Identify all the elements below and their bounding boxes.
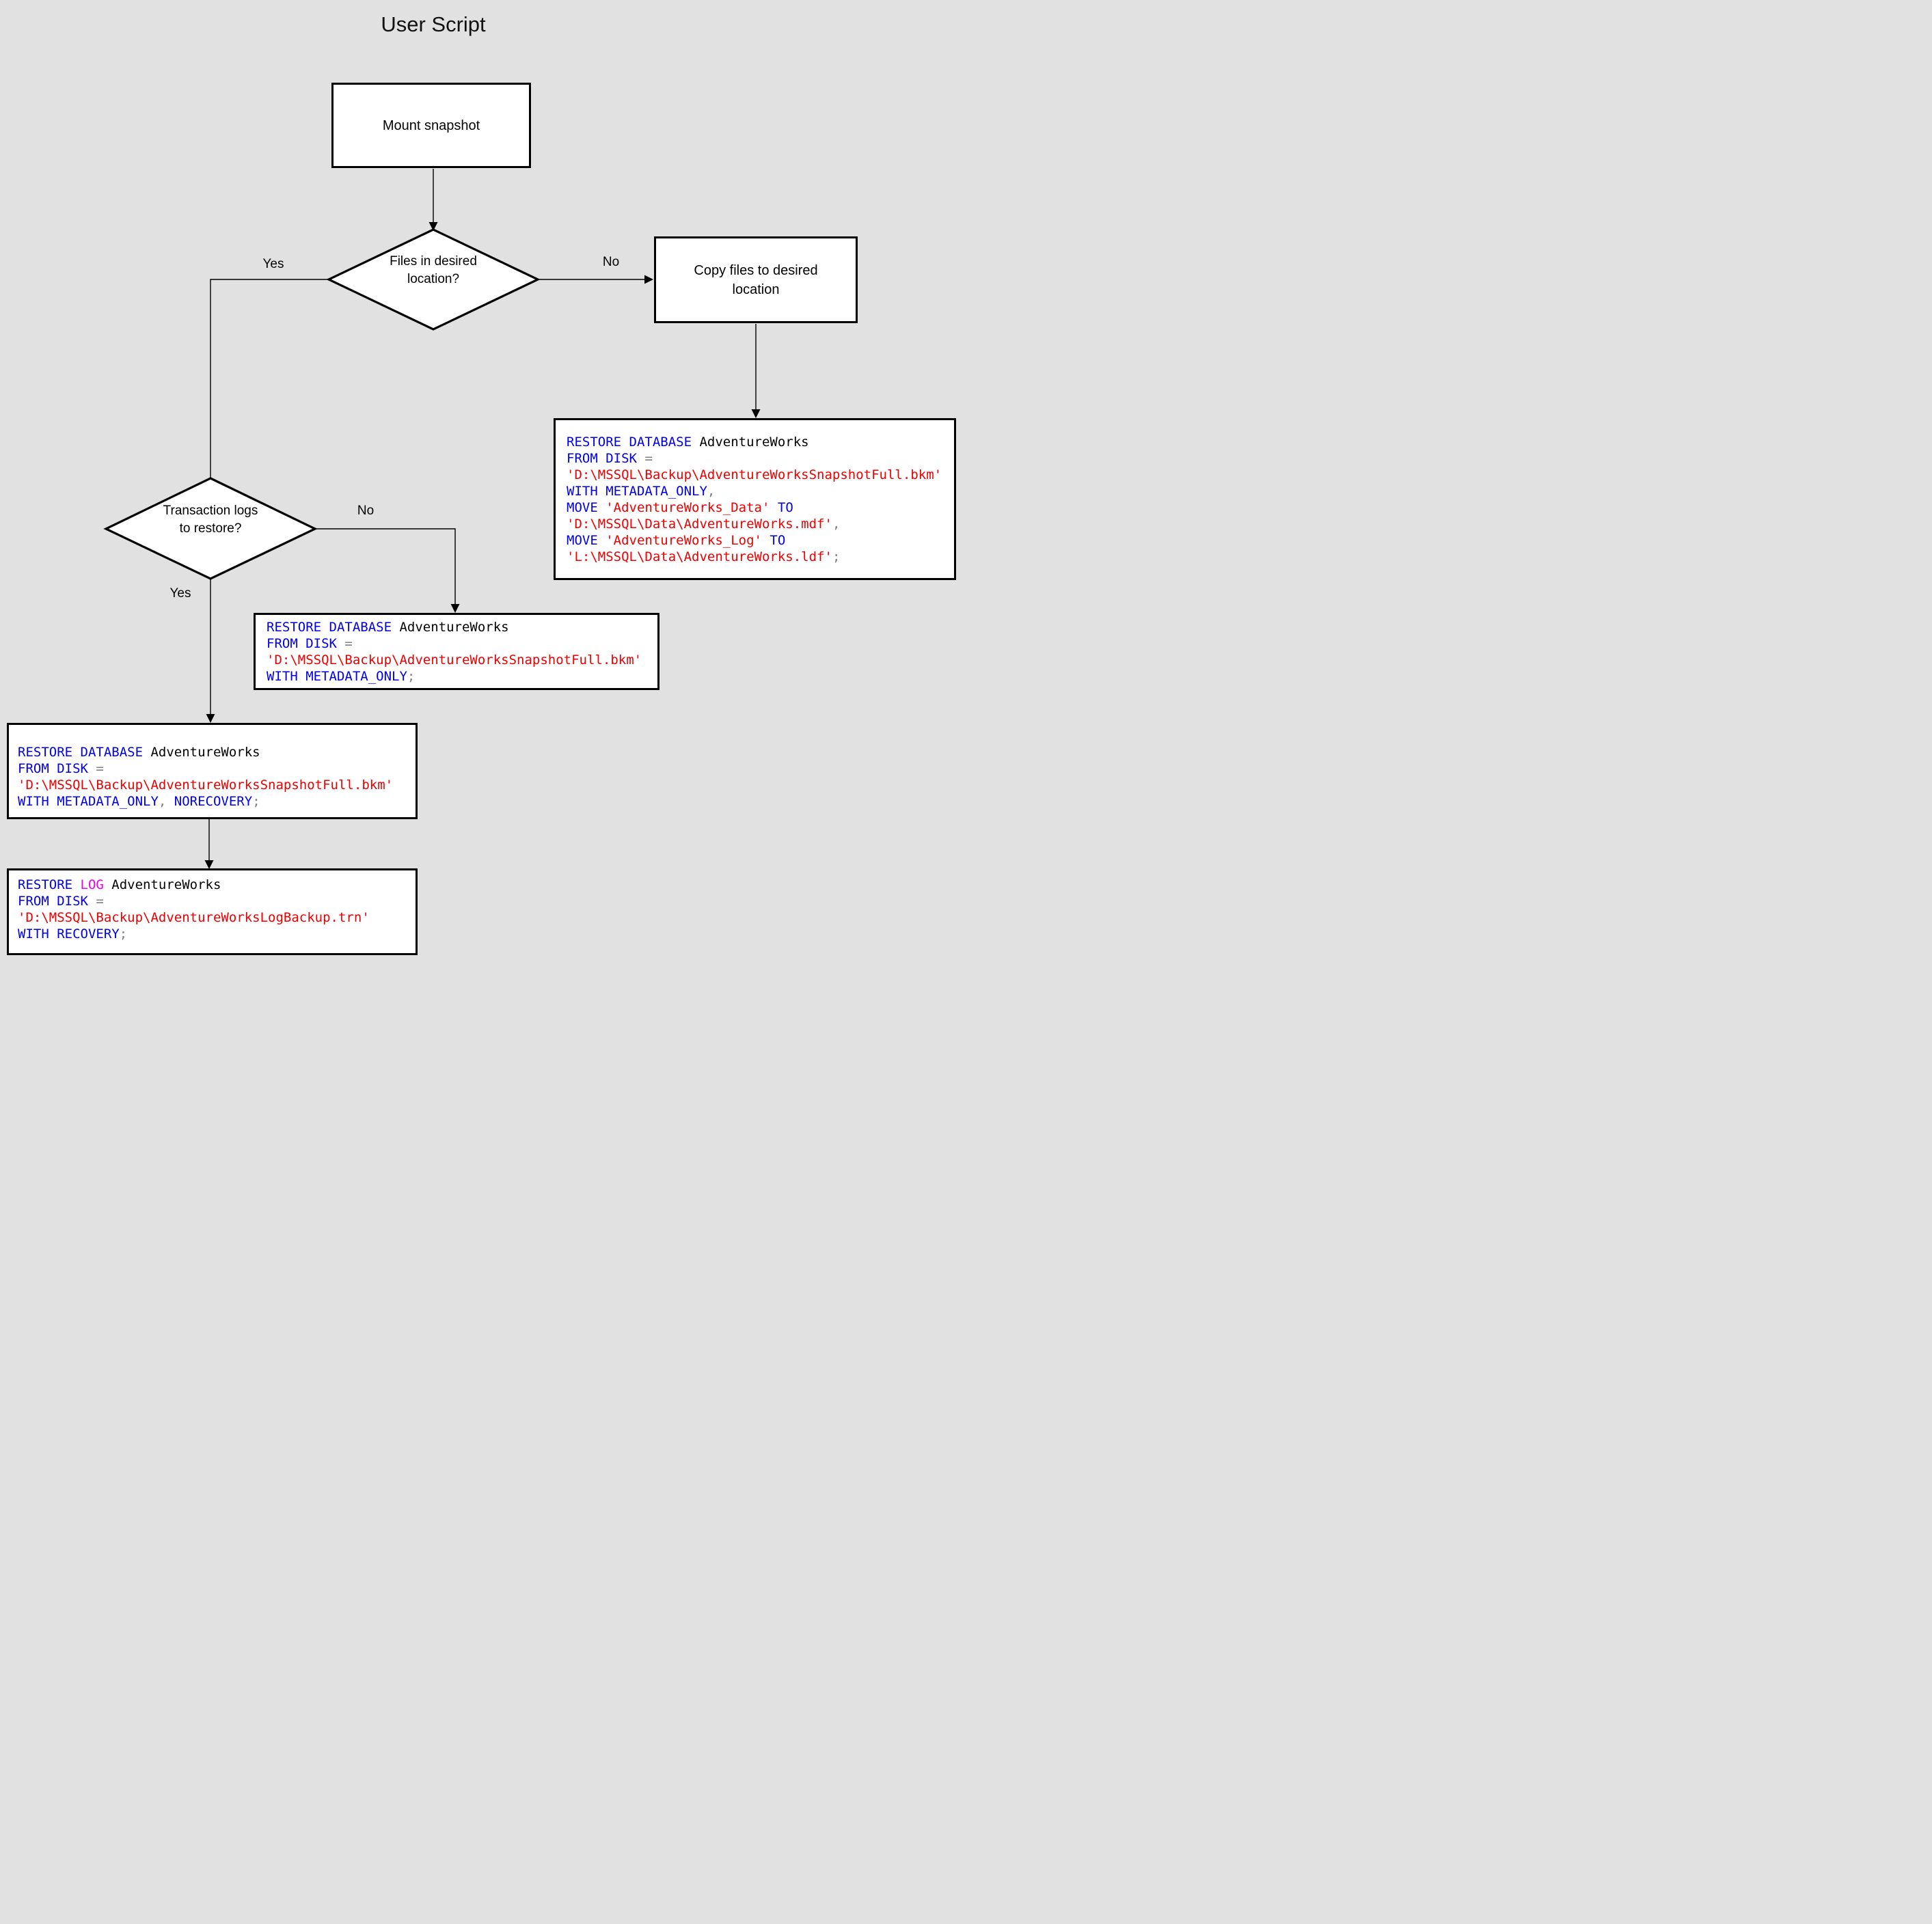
edge-label-logs-yes: Yes [169, 586, 191, 601]
arrowhead-left-code-box [206, 714, 215, 723]
node-copy-files-label: Copy files to desired location [694, 262, 818, 297]
decision-files-diamond [326, 228, 541, 331]
edge-decision2-no [315, 528, 456, 605]
code-line: MOVE 'AdventureWorks_Log' TO [567, 533, 786, 548]
code-line: FROM DISK = [567, 451, 653, 466]
code-line: FROM DISK = [18, 894, 104, 909]
decision-logs-diamond [103, 477, 318, 580]
code-line: RESTORE LOG AdventureWorks [18, 877, 221, 892]
arrowhead-copy-box [644, 275, 653, 284]
arrowhead-bottom-code-box [204, 860, 214, 869]
arrowhead-decision1 [428, 222, 438, 231]
edge-label-files-yes: Yes [262, 257, 284, 271]
code-line: WITH METADATA_ONLY, [567, 484, 716, 499]
code-line: MOVE 'AdventureWorks_Data' TO [567, 500, 793, 515]
code-line: 'D:\MSSQL\Backup\AdventureWorksSnapshotF… [567, 467, 942, 482]
decision-files-label: Files in desired location? [390, 254, 477, 286]
arrowhead-middle-code-box [450, 604, 460, 613]
connectors-layer [103, 169, 761, 869]
code-line: 'D:\MSSQL\Data\AdventureWorks.mdf', [567, 517, 841, 532]
code-line: 'D:\MSSQL\Backup\AdventureWorksSnapshotF… [18, 778, 394, 793]
code-line: 'D:\MSSQL\Backup\AdventureWorksLogBackup… [18, 910, 370, 925]
code-line: RESTORE DATABASE AdventureWorks [567, 435, 809, 450]
arrowhead-right-code-box [751, 409, 761, 418]
code-line: RESTORE DATABASE AdventureWorks [267, 620, 509, 635]
decision-logs-label: Transaction logs to restore? [163, 504, 258, 536]
flowchart: User Script Mount snapshot Files in desi… [0, 0, 966, 962]
code-line: 'L:\MSSQL\Data\AdventureWorks.ldf'; [567, 549, 841, 564]
code-line: 'D:\MSSQL\Backup\AdventureWorksSnapshotF… [267, 652, 642, 668]
edge-decision1-yes [210, 279, 329, 478]
code-line: FROM DISK = [267, 636, 353, 651]
code-line: WITH METADATA_ONLY; [267, 669, 416, 684]
code-line: WITH METADATA_ONLY, NORECOVERY; [18, 794, 260, 809]
code-line: FROM DISK = [18, 761, 104, 776]
diagram-title: User Script [381, 12, 486, 36]
node-mount-snapshot-label: Mount snapshot [382, 118, 480, 133]
code-line: RESTORE DATABASE AdventureWorks [18, 745, 260, 760]
node-mount-snapshot: Mount snapshot [331, 83, 531, 168]
node-copy-files: Copy files to desired location [654, 236, 858, 323]
edge-label-logs-no: No [357, 504, 375, 518]
edge-label-files-no: No [602, 255, 620, 269]
code-line: WITH RECOVERY; [18, 926, 128, 942]
